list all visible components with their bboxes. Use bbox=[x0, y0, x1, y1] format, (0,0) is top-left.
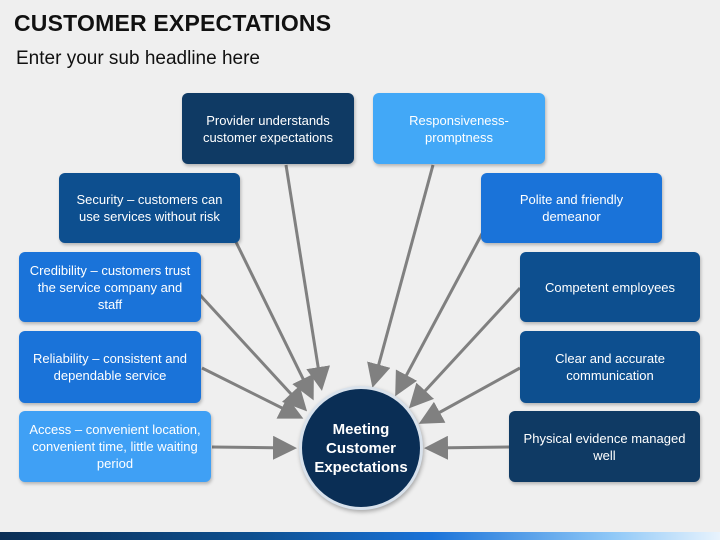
arrow-responsiveness bbox=[367, 164, 435, 388]
box-provider: Provider understands customer expectatio… bbox=[182, 93, 354, 164]
box-security: Security – customers can use services wi… bbox=[59, 173, 240, 243]
arrow-provider bbox=[284, 164, 331, 391]
arrow-competent bbox=[408, 286, 522, 409]
center-circle: Meeting Customer Expectations bbox=[299, 386, 423, 510]
box-credibility: Credibility – customers trust the servic… bbox=[19, 252, 201, 322]
box-access: Access – convenient location, convenient… bbox=[19, 411, 211, 482]
page-title: CUSTOMER EXPECTATIONS bbox=[14, 10, 332, 36]
box-polite: Polite and friendly demeanor bbox=[481, 173, 662, 243]
arrow-polite bbox=[395, 229, 486, 397]
arrow-physical bbox=[424, 435, 511, 460]
center-line-2: Customer bbox=[325, 439, 396, 457]
box-competent: Competent employees bbox=[520, 252, 700, 322]
arrow-communication bbox=[418, 366, 521, 424]
box-responsiveness: Responsiveness-promptness bbox=[373, 93, 545, 164]
bottom-gradient-bar bbox=[0, 532, 720, 540]
arrow-reliability bbox=[201, 366, 304, 419]
center-line-3: Expectations bbox=[314, 458, 408, 476]
arrow-credibility bbox=[198, 293, 308, 412]
box-communication: Clear and accurate communication bbox=[520, 331, 700, 403]
box-reliability: Reliability – consistent and dependable … bbox=[19, 331, 201, 403]
page-subtitle: Enter your sub headline here bbox=[16, 48, 260, 69]
box-physical: Physical evidence managed well bbox=[509, 411, 700, 482]
arrow-security bbox=[233, 239, 314, 401]
arrow-access bbox=[211, 435, 297, 460]
center-line-1: Meeting bbox=[332, 420, 390, 438]
